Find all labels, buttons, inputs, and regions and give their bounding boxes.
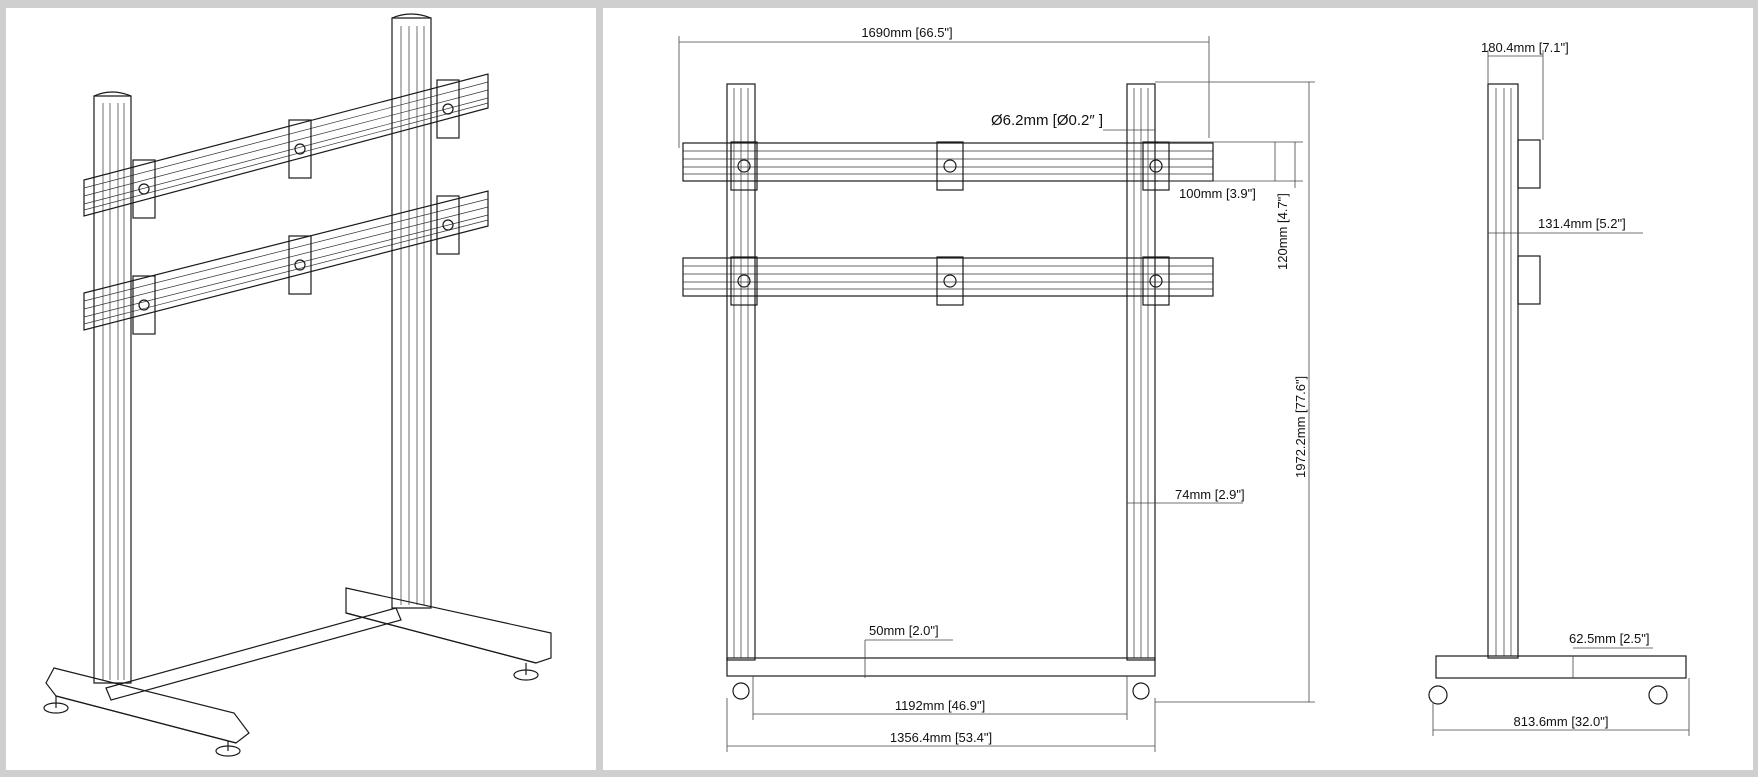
dim-rail-height: 100mm [3.9"] [1179, 186, 1256, 201]
rails [83, 73, 489, 331]
dimension-drawings-panel: 1690mm [66.5"] Ø6.2mm [Ø0.2″ ] 100mm [3.… [603, 8, 1753, 770]
dim-bracket-offset: 131.4mm [5.2"] [1538, 216, 1626, 231]
dim-foot-height: 62.5mm [2.5"] [1569, 631, 1649, 646]
perspective-drawing [43, 13, 552, 757]
dim-rail-pitch: 120mm [4.7"] [1275, 193, 1290, 270]
dimension-drawing: 1690mm [66.5"] Ø6.2mm [Ø0.2″ ] 100mm [3.… [678, 25, 1690, 752]
side-elevation: 180.4mm [7.1"] 131.4mm [5.2"] 62.5mm [2.… [1428, 40, 1690, 736]
front-elevation: 1690mm [66.5"] Ø6.2mm [Ø0.2″ ] 100mm [3.… [678, 25, 1315, 752]
vesa-brackets [132, 79, 460, 335]
dim-inner-span: 1192mm [46.9"] [895, 698, 985, 713]
dim-hole-diameter: Ø6.2mm [Ø0.2″ ] [991, 112, 1103, 129]
dim-base-bar-height: 50mm [2.0"] [869, 623, 939, 638]
columns [93, 13, 432, 684]
perspective-view-panel [6, 8, 596, 770]
dim-column-width: 74mm [2.9"] [1175, 487, 1245, 502]
dim-base-depth: 813.6mm [32.0"] [1514, 714, 1609, 729]
dim-outer-span: 1356.4mm [53.4"] [890, 730, 992, 745]
dim-overall-width: 1690mm [66.5"] [861, 25, 952, 40]
dim-overall-height: 1972.2mm [77.6"] [1293, 376, 1308, 478]
base-feet [43, 587, 552, 757]
dim-top-depth: 180.4mm [7.1"] [1481, 40, 1569, 55]
